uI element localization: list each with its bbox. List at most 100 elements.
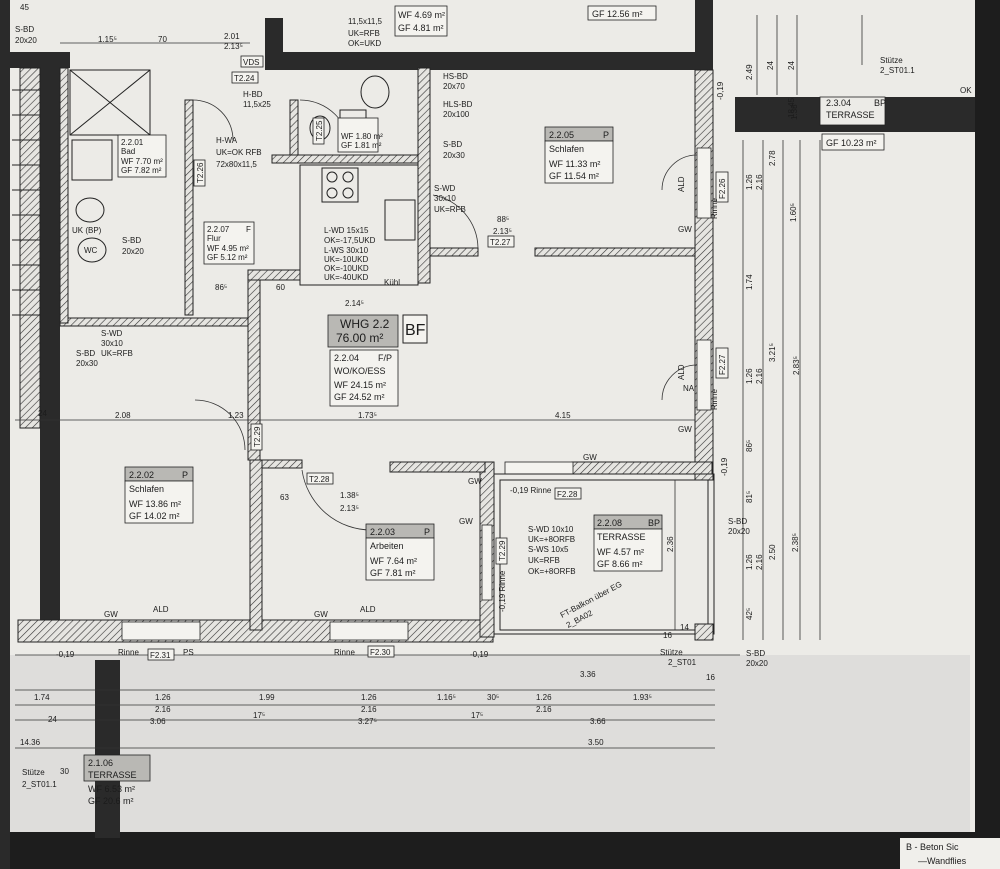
svg-text:2_ST01: 2_ST01 [668,658,697,667]
top-block: 11,5x11,5 UK=RFB OK=UKD WF 4.69 m² GF 4.… [348,5,657,48]
apartment-area: 76.00 m² [336,331,383,345]
svg-text:2.16: 2.16 [755,554,764,570]
svg-text:24: 24 [766,61,775,70]
svg-text:P: P [424,527,430,537]
svg-text:WF 1.80 m²: WF 1.80 m² [341,132,383,141]
svg-text:Stütze: Stütze [880,56,903,65]
svg-text:86⁵: 86⁵ [215,283,227,292]
room-2.2.02: 2.2.02 P Schlafen WF 13.86 m² GF 14.02 m… [124,466,194,524]
svg-text:30: 30 [60,767,69,776]
svg-text:2.36: 2.36 [666,536,675,552]
svg-text:NA: NA [683,384,695,393]
wall-interior-10 [184,99,194,316]
svg-text:3.50: 3.50 [588,738,604,747]
svg-text:1.99: 1.99 [259,693,275,702]
svg-text:ALD: ALD [677,176,686,192]
svg-text:1.26: 1.26 [155,693,171,702]
svg-text:2.14⁵: 2.14⁵ [345,299,364,308]
svg-text:Rinne: Rinne [118,648,139,657]
window-right-1 [696,147,712,219]
wall-interior-2 [247,269,301,281]
svg-text:1.38⁵: 1.38⁵ [340,491,359,500]
wall-interior-12 [289,99,299,156]
svg-text:S-BD: S-BD [122,236,141,245]
room-2.2.01: 2.2.01 Bad WF 7.70 m² GF 7.82 m² [117,134,167,178]
window-right-2 [696,339,712,411]
svg-text:GF 8.66 m²: GF 8.66 m² [597,559,643,569]
svg-text:1.74: 1.74 [34,693,50,702]
border-right [975,0,1000,840]
svg-text:GF 7.82 m²: GF 7.82 m² [121,166,162,175]
svg-text:24: 24 [48,715,57,724]
svg-text:PS: PS [183,648,194,657]
svg-text:WF 7.64 m²: WF 7.64 m² [370,556,417,566]
room-2.2.07: 2.2.07 F Flur WF 4.95 m² GF 5.12 m² [203,221,255,265]
svg-text:GF 1.81 m²: GF 1.81 m² [341,141,382,150]
svg-text:T2.24: T2.24 [234,74,255,83]
svg-text:24: 24 [38,409,47,418]
svg-text:WC: WC [84,246,98,255]
svg-text:2.2.08: 2.2.08 [597,518,622,528]
svg-text:2.13⁵: 2.13⁵ [493,227,512,236]
svg-text:WF 11.33 m²: WF 11.33 m² [549,159,600,169]
svg-text:HLS-BD: HLS-BD [443,100,473,109]
kitchen-stove [321,167,359,203]
wall-top-vertical [265,18,283,68]
svg-text:1.38: 1.38 [790,104,799,120]
svg-text:TERRASSE: TERRASSE [88,770,137,780]
svg-text:2.49: 2.49 [745,64,754,80]
window-arbeiten [481,524,493,601]
svg-text:T2.29: T2.29 [498,540,507,561]
svg-text:Rinne: Rinne [334,648,355,657]
wall-interior-8 [534,247,696,257]
svg-text:Stütze: Stütze [22,768,45,777]
svg-text:Schlafen: Schlafen [549,144,584,154]
room-2.2.04: 2.2.04 F/P WO/KO/ESS WF 24.15 m² GF 24.5… [329,349,399,407]
svg-text:WO/KO/ESS: WO/KO/ESS [334,366,386,376]
svg-text:GF 24.52 m²: GF 24.52 m² [334,392,385,402]
svg-text:2.83⁵: 2.83⁵ [792,356,801,375]
svg-text:UK=RFB: UK=RFB [348,29,380,38]
svg-text:BP: BP [874,98,886,108]
svg-text:3.21⁵: 3.21⁵ [768,343,777,362]
toilet-top [360,75,390,109]
wall-arbeiten-top [389,461,486,473]
svg-text:P: P [182,470,188,480]
svg-text:2.2.01: 2.2.01 [121,138,144,147]
svg-text:1.26: 1.26 [745,368,754,384]
svg-text:HS-BD: HS-BD [443,72,468,81]
wall-interior-6 [417,67,431,284]
svg-text:GF 4.81 m²: GF 4.81 m² [398,23,444,33]
door-tags: T2.24 VDS T2.26 T2.25 T2.27 T2.29 T2.28 … [147,55,729,661]
room-2.1.06: 2.1.06 TERRASSE WF 6.53 m² GF 20.6 m² [83,754,151,806]
svg-text:30x10: 30x10 [434,194,456,203]
wall-interior-11 [59,67,69,324]
svg-text:OK: OK [960,86,972,95]
wall-terrace-right [571,461,713,475]
svg-text:1.26: 1.26 [361,693,377,702]
svg-text:3.36: 3.36 [580,670,596,679]
room-2.2.03: 2.2.03 P Arbeiten WF 7.64 m² GF 7.81 m² [365,523,435,581]
svg-text:2.2.07: 2.2.07 [207,225,230,234]
wc-label: WF 1.80 m² GF 1.81 m² [337,117,383,153]
svg-text:60: 60 [276,283,285,292]
toilet-left [75,197,105,223]
svg-text:Arbeiten: Arbeiten [370,541,404,551]
svg-text:WF 7.70 m²: WF 7.70 m² [121,157,163,166]
svg-text:3.66: 3.66 [590,717,606,726]
washbasin [71,139,113,181]
svg-text:30x10: 30x10 [101,339,123,348]
annotations: S-BD 20x20 H-BD 11,5x25 H-WA UK=OK RFB 7… [15,25,972,789]
svg-text:2_ST01.1: 2_ST01.1 [22,780,57,789]
svg-text:20x20: 20x20 [122,247,144,256]
svg-text:UK=+8ORFB: UK=+8ORFB [528,535,575,544]
svg-text:L-WS 30x10: L-WS 30x10 [324,246,369,255]
svg-text:11,5x25: 11,5x25 [243,100,271,109]
svg-text:1.26: 1.26 [536,693,552,702]
svg-text:20x20: 20x20 [15,36,37,45]
window-bottom-2 [329,621,409,641]
svg-text:18.45: 18.45 [787,97,796,118]
wall-interior-3 [59,317,249,327]
border-bottom [0,832,1000,869]
svg-text:81⁵: 81⁵ [745,491,754,503]
